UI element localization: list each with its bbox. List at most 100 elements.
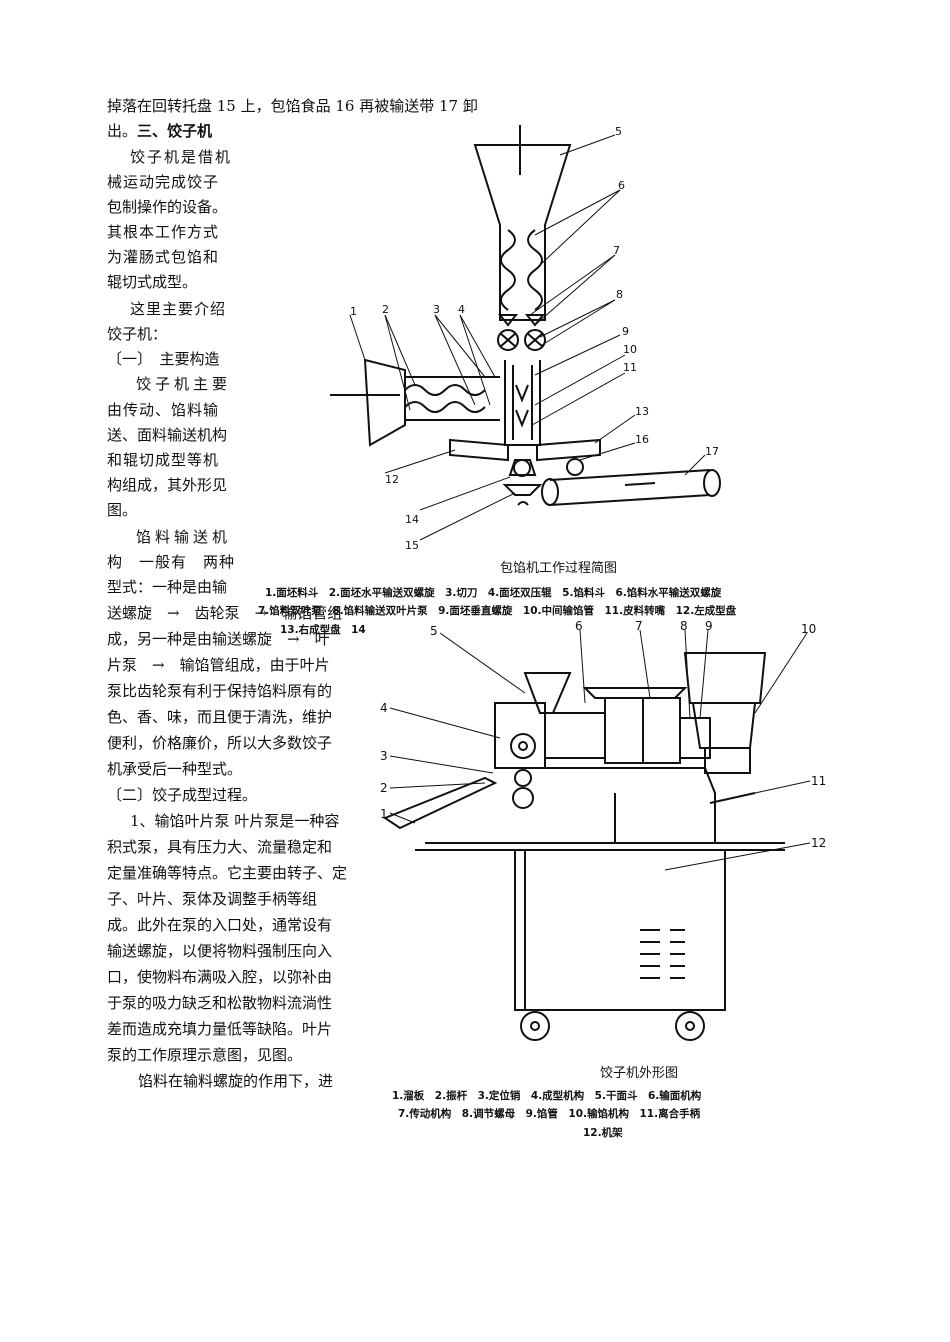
text-line: 泵的工作原理示意图，见图。 bbox=[107, 1046, 303, 1064]
text-line: 差而造成充填力量低等缺陷。叶片 bbox=[107, 1020, 333, 1038]
text-line: 其根本工作方式 bbox=[107, 223, 220, 241]
right-forming-plate bbox=[536, 438, 601, 462]
clutch-handle bbox=[709, 792, 756, 804]
text-line: 馅料在输料螺旋的作用下，进 bbox=[138, 1072, 334, 1090]
callout-label: 3 bbox=[380, 749, 388, 763]
text-line: 色、香、味，而且便于清洗，维护 bbox=[107, 708, 333, 726]
text-line: 这里主要介绍 bbox=[130, 300, 227, 318]
callout-label: 8 bbox=[616, 288, 623, 301]
callout-label: 16 bbox=[635, 433, 649, 446]
text-line: 〔一〕 主要构造 bbox=[107, 350, 220, 368]
figure-caption: 饺子机外形图 bbox=[600, 1066, 679, 1081]
callout-label: 7 bbox=[613, 244, 620, 257]
callout-label: 5 bbox=[615, 125, 622, 138]
callout-label: 9 bbox=[705, 619, 713, 633]
text-line: 构组成，其外形见 bbox=[107, 476, 228, 494]
text-line: 口，使物料布满吸入腔，以弥补由 bbox=[107, 968, 333, 986]
callout-label: 2 bbox=[382, 303, 389, 316]
text-line: 构 一般有 两种 bbox=[107, 553, 236, 571]
callout-label: 4 bbox=[458, 303, 465, 316]
text-line: 辊切式成型。 bbox=[107, 273, 198, 291]
figure-legend-line: 1.溜板 2.振杆 3.定位销 4.成型机构 5.干面斗 6.输面机构 bbox=[392, 1090, 702, 1102]
figure-legend-line: 7.传动机构 8.调节螺母 9.馅管 10.输馅机构 11.离合手柄 bbox=[398, 1108, 701, 1120]
wheel bbox=[675, 1011, 705, 1041]
figure-legend-line: 13.右成型盘 14 bbox=[280, 624, 366, 636]
text-line: 饺子机主要 bbox=[136, 375, 232, 393]
text-line: 型式：一种是由输 bbox=[107, 578, 228, 596]
figure-caption: 包馅机工作过程简图 bbox=[500, 561, 618, 576]
callout-label: 1 bbox=[350, 305, 357, 318]
text-line: 成。此外在泵的入口处，通常设有 bbox=[107, 916, 333, 934]
spiral-right bbox=[527, 229, 543, 311]
callout-label: 7 bbox=[635, 619, 643, 633]
callout-label: 3 bbox=[433, 303, 440, 316]
callout-label: 2 bbox=[380, 781, 388, 795]
callout-label: 9 bbox=[622, 325, 629, 338]
callout-label: 4 bbox=[380, 701, 388, 715]
text-line: 便利，价格廉价，所以大多数饺子 bbox=[107, 734, 333, 752]
callout-label: 14 bbox=[405, 513, 419, 526]
text-line: 机承受后一种型式。 bbox=[107, 760, 243, 778]
callout-label: 12 bbox=[811, 836, 826, 850]
dumpling-machine-diagram: 1 2 3 4 5 6 7 8 9 10 11 12 bbox=[380, 619, 826, 1041]
center-pipe bbox=[504, 360, 541, 446]
filling-hopper bbox=[473, 144, 572, 321]
chute bbox=[382, 776, 498, 830]
product bbox=[566, 458, 584, 476]
roller bbox=[497, 329, 519, 351]
left-forming-plate bbox=[449, 438, 509, 462]
text-line: 包制操作的设备。 bbox=[107, 198, 228, 216]
text-line: 〔二〕饺子成型过程。 bbox=[107, 786, 258, 804]
callout-label: 11 bbox=[811, 774, 826, 788]
callout-label: 6 bbox=[618, 179, 625, 192]
text-line: 为灌肠式包馅和 bbox=[107, 248, 220, 266]
wheel bbox=[520, 1011, 550, 1041]
screw-lower bbox=[404, 401, 486, 413]
callout-label: 11 bbox=[623, 361, 637, 374]
text-line: 积式泵，具有压力大、流量稳定和 bbox=[107, 838, 333, 856]
callout-label: 13 bbox=[635, 405, 649, 418]
stuffing-machine-diagram: 1 2 3 4 5 6 7 8 9 10 11 12 13 14 15 16 1… bbox=[330, 125, 721, 552]
machine-frame bbox=[514, 849, 726, 1011]
callout-label: 6 bbox=[575, 619, 583, 633]
figure-legend-line: 1.面坯料斗 2.面坯水平输送双螺旋 3.切刀 4.面坯双压辊 5.馅料斗 6.… bbox=[265, 587, 722, 599]
callout-label: 17 bbox=[705, 445, 719, 458]
screw-upper bbox=[404, 384, 486, 396]
dough-feed-mechanism bbox=[544, 712, 606, 759]
text-line: 掉落在回转托盘 15 上，包馅食品 16 再被输送带 17 卸 bbox=[107, 97, 478, 115]
text-line: 送螺旋 → 齿轮泵 → 输馅管组 bbox=[107, 604, 343, 622]
figure-legend-line: 7.馅料双叶泵 8.馅料输送双叶片泵 9.面坯垂直螺旋 10.中间输馅管 11.… bbox=[258, 605, 737, 617]
callout-label: 5 bbox=[430, 624, 438, 638]
text-line: 图。 bbox=[107, 501, 138, 519]
text-line: 和辊切成型等机 bbox=[107, 451, 220, 469]
text-line: 子、叶片、泵体及调整手柄等组 bbox=[107, 890, 318, 908]
callout-label: 1 bbox=[380, 807, 388, 821]
text-line: 成，另一种是由输送螺旋 → 叶 bbox=[107, 630, 330, 648]
text-line: 输送螺旋，以便将物料强制压向入 bbox=[107, 942, 333, 960]
section-heading: 三、饺子机 bbox=[137, 122, 213, 140]
flour-hopper bbox=[523, 672, 572, 714]
text-line: 泵比齿轮泵有利于保持馅料原有的 bbox=[107, 682, 333, 700]
text-fragment: 出。 bbox=[107, 122, 138, 140]
text-line: 1、输馅叶片泵 叶片泵是一种容 bbox=[130, 812, 340, 830]
figure-legend-line: 12.机架 bbox=[583, 1127, 623, 1139]
text-line: 定量准确等特点。它主要由转子、定 bbox=[107, 864, 348, 882]
callout-label: 12 bbox=[385, 473, 399, 486]
callout-label: 8 bbox=[680, 619, 688, 633]
callout-label: 15 bbox=[405, 539, 419, 552]
text-line: 由传动、馅料输 bbox=[107, 401, 220, 419]
dough-hopper bbox=[363, 358, 406, 447]
callout-label: 10 bbox=[801, 622, 816, 636]
text-line: 片泵 → 输馅管组成，由于叶片 bbox=[107, 656, 330, 674]
text-line: 于泵的吸力缺乏和松散物料流淌性 bbox=[107, 994, 333, 1012]
text-line: 械运动完成饺子 bbox=[107, 173, 220, 191]
conveyor-belt bbox=[541, 478, 559, 506]
filling-feed-mechanism bbox=[683, 652, 767, 704]
rotary-tray bbox=[502, 484, 543, 496]
text-line: 出。三、饺子机 bbox=[107, 121, 212, 141]
roller bbox=[524, 329, 546, 351]
callout-label: 10 bbox=[623, 343, 637, 356]
text-line: 送、面料输送机构 bbox=[107, 426, 228, 444]
text-line: 馅料输送机 bbox=[136, 528, 232, 546]
text-line: 饺子机是借机 bbox=[130, 148, 233, 166]
